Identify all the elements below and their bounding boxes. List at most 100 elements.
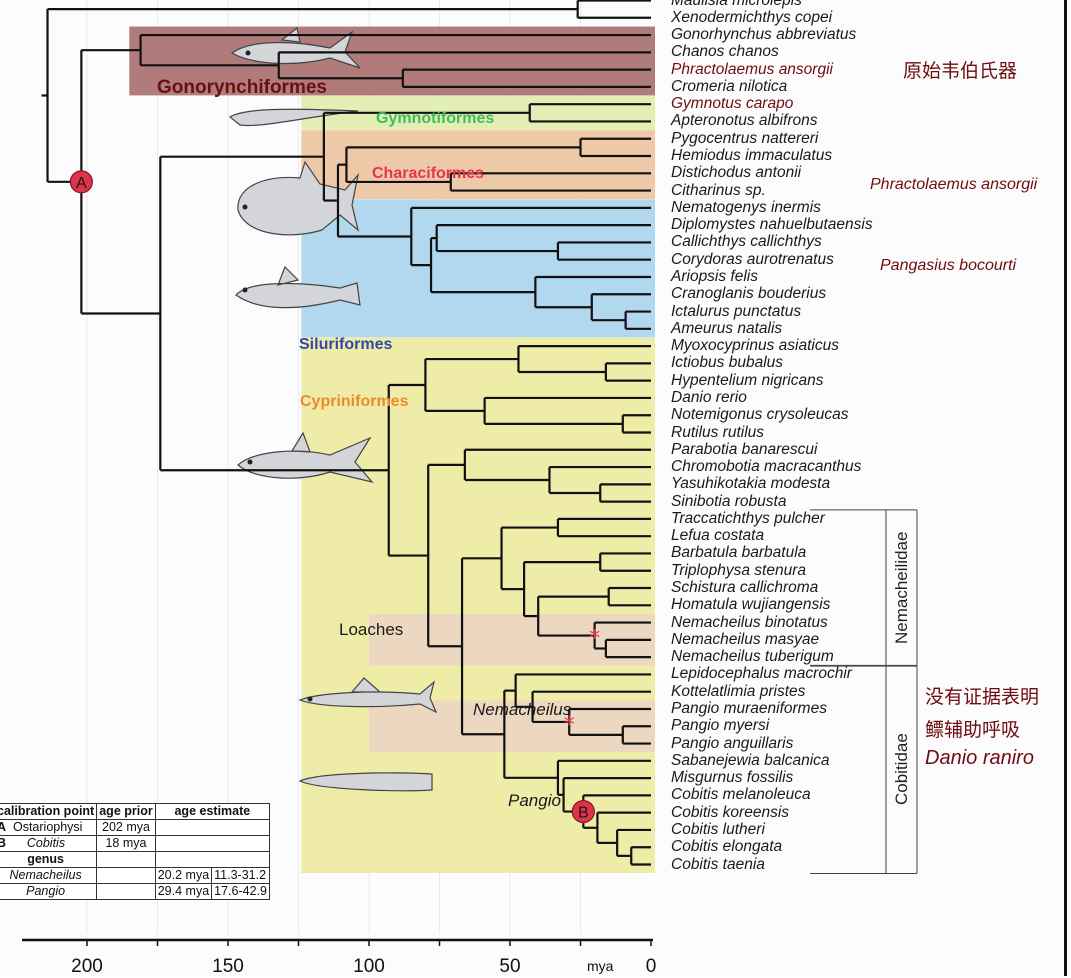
characiformes-annotation: Phractolaemus ansorgii [870, 176, 1038, 193]
taxon-label: Distichodus antonii [671, 164, 802, 182]
taxon-label: Diplomystes nahuelbutaensis [671, 216, 873, 234]
tree-branches [41, 0, 651, 866]
taxon-label: Nemacheilus masyae [671, 630, 820, 648]
taxon-label: Nemacheilus tuberigum [671, 648, 834, 666]
taxon-label: Traccatichthys pulcher [671, 509, 825, 527]
calibration-marker-label: A [76, 175, 87, 192]
axis-tick-label: 50 [499, 956, 521, 977]
age-interval-cell: 17.6-42.9 [211, 883, 270, 900]
taxon-label: Homatula wujiangensis [671, 596, 831, 614]
header-age-prior: age prior [96, 803, 156, 820]
family-label-cobitidae: Cobitidae [892, 733, 911, 806]
calibration-marker-a [69, 170, 93, 194]
empty-cell [96, 867, 156, 884]
calibration-name: Cobitis [26, 836, 66, 850]
calibration-table: calibration point age prior age estimate… [0, 803, 270, 900]
taxon-label: Yasuhikotakia modesta [671, 475, 831, 493]
clade-background-cypriniformes [301, 337, 655, 874]
age-estimate-cell [154, 835, 270, 852]
fish-eye-icon [242, 287, 248, 293]
axis-tick-label: 200 [71, 956, 103, 977]
table-row: genus [0, 851, 270, 868]
calibration-name: Ostariophysi [12, 820, 83, 834]
taxon-label: Callichthys callichthys [671, 233, 822, 251]
taxon-label: Triplophysa stenura [671, 561, 806, 579]
taxon-label: Cranoglanis bouderius [671, 285, 827, 303]
taxon-label: Lepidocephalus macrochir [671, 665, 852, 683]
calibration-key: A [0, 820, 7, 834]
taxon-label: Sabanejewia balcanica [671, 751, 830, 769]
header-calibration-point: calibration point [0, 803, 98, 820]
taxon-label: Schistura callichroma [671, 579, 819, 597]
header-age-estimate: age estimate [154, 803, 270, 820]
taxon-label: Cobitis koreensis [671, 803, 790, 821]
empty-cell [154, 851, 270, 868]
table-row: Nemacheilus 20.2 mya 11.3-31.2 [0, 867, 270, 884]
empty-cell [96, 883, 156, 900]
fish-eye-icon [247, 459, 253, 465]
axis-unit-label: mya [587, 958, 614, 974]
star-icon: * [589, 627, 600, 652]
taxon-label: Ariopsis felis [671, 267, 758, 285]
age-estimate-cell: 29.4 mya [154, 883, 213, 900]
axis-tick-label: 100 [353, 956, 385, 977]
empty-cell [96, 851, 156, 868]
taxon-label: Cobitis lutheri [671, 820, 765, 838]
taxon-label: Cobitis taenia [671, 855, 765, 873]
calibration-marker-label: B [578, 805, 589, 822]
genus-name-cell: Nemacheilus [0, 867, 98, 884]
clade-background-gonorynchiformes [129, 26, 656, 96]
family-label-nemacheilidae: Nemacheilidae [892, 531, 911, 645]
taxon-label: Cobitis melanoleuca [671, 786, 811, 804]
taxon-label: Myoxocyprinus asiaticus [671, 337, 839, 355]
clade-label-gymnotiformes: Gymnotiformes [376, 110, 495, 127]
taxon-label: Nemacheilus binotatus [671, 613, 828, 631]
genus-header: genus [0, 851, 98, 868]
taxon-label: Ictalurus punctatus [671, 302, 802, 320]
pangio-label: Pangio [508, 791, 561, 810]
clade-label-cypriniformes: Cypriniformes [300, 393, 409, 410]
fish-eye-icon [242, 204, 248, 210]
star-icon: * [564, 713, 575, 738]
nemacheilus-label: Nemacheilus [473, 700, 572, 719]
right-border [1064, 0, 1067, 976]
taxon-label: Rutilus rutilus [671, 423, 765, 441]
taxon-label: Pangio muraeniformes [671, 699, 827, 717]
taxon-label: Chanos chanos [671, 43, 779, 61]
clade-label-gonorynchiformes: Gonorynchiformes [157, 77, 327, 98]
taxon-label: Pangio anguillaris [671, 734, 794, 752]
taxon-label: Danio rerio [671, 388, 747, 406]
taxon-label: Xenodermichthys copei [671, 8, 833, 26]
nemacheilus-fish-icon [298, 677, 438, 714]
taxon-label: Cobitis elongata [671, 838, 783, 856]
taxon-label: Gymnotus carapo [671, 95, 794, 113]
siluriformes-annotation: Pangasius bocourti [880, 257, 1017, 274]
taxon-label: Pygocentrus nattereri [671, 129, 819, 147]
time-axis [22, 509, 918, 946]
calibration-cell: A Ostariophysi [0, 819, 98, 836]
genus-name-cell: Pangio [0, 883, 98, 900]
table-row: Pangio 29.4 mya 17.6-42.9 [0, 883, 270, 900]
fish-eye-icon [307, 696, 313, 702]
taxon-label: Apteronotus albifrons [671, 112, 818, 130]
age-prior-cell: 18 mya [96, 835, 156, 852]
clade-background-characiformes [301, 130, 655, 200]
taxon-label: Corydoras aurotrenatus [671, 250, 834, 268]
taxon-label: Nematogenys inermis [671, 198, 821, 216]
fish-eye-icon [245, 50, 251, 56]
loach-annotation-line1: 没有证据表明 [925, 687, 1040, 708]
axis-tick-label: 150 [212, 956, 244, 977]
taxon-label: Gonorhynchus abbreviatus [671, 26, 857, 44]
taxon-label: Ameurus natalis [671, 319, 783, 337]
calibration-key: B [0, 836, 7, 850]
taxon-label: Misgurnus fossilis [671, 769, 794, 787]
age-estimate-cell: 20.2 mya [154, 867, 213, 884]
taxon-label: Chromobotia macracanthus [671, 458, 862, 476]
calibration-marker-b [571, 799, 595, 824]
loaches-label: Loaches [339, 620, 404, 639]
taxon-label: Citharinus sp. [671, 181, 766, 199]
taxon-label: Kottelatlimia pristes [671, 682, 806, 700]
age-prior-cell: 202 mya [96, 819, 156, 836]
